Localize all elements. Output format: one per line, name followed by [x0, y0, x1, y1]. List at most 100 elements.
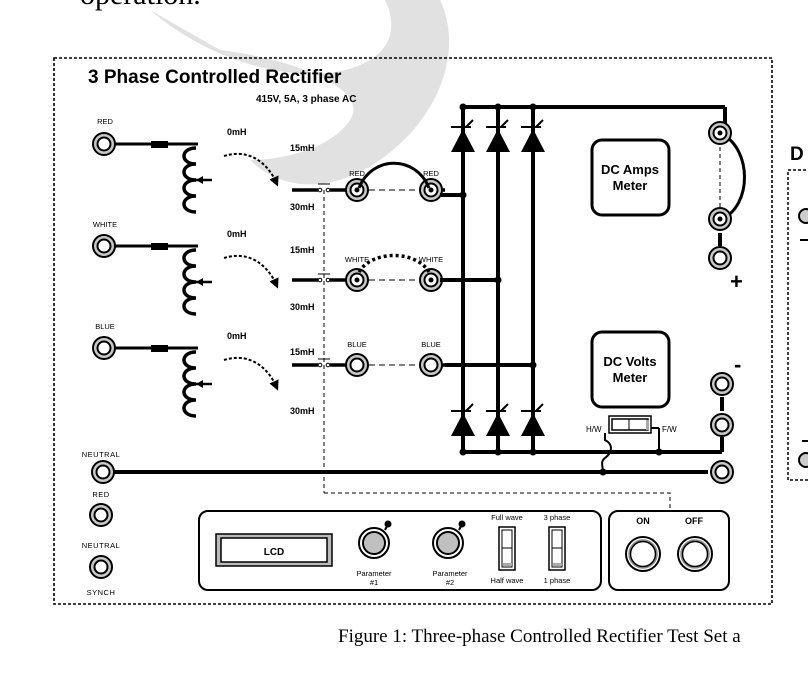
- side-panel-fragment: D: [787, 144, 808, 481]
- label-synch: SYNCH: [87, 588, 116, 597]
- figure-caption: Figure 1: Three-phase Controlled Rectifi…: [338, 626, 741, 647]
- neutral-output-socket[interactable]: [710, 460, 734, 484]
- heading-fragment: operation.: [80, 0, 201, 12]
- bridge-socket-label: WHITE: [419, 255, 443, 264]
- phase-input-label: BLUE: [95, 322, 115, 331]
- bridge-socket-label: BLUE: [421, 340, 441, 349]
- tap-label-30: 30mH: [290, 202, 315, 212]
- svg-text:Parameter: Parameter: [432, 569, 468, 578]
- tap-output-socket[interactable]: [345, 268, 369, 292]
- svg-text:Parameter: Parameter: [356, 569, 392, 578]
- tap-label-30: 30mH: [290, 406, 315, 416]
- inductor-coil-icon: [182, 146, 197, 214]
- synch-red-socket[interactable]: [89, 503, 113, 527]
- tap-socket-label: BLUE: [347, 340, 367, 349]
- hw-fw-selector[interactable]: H/W F/W: [586, 415, 677, 473]
- tap-label-15: 15mH: [290, 245, 315, 255]
- synch-neutral-socket[interactable]: [89, 555, 113, 579]
- tap-output-socket[interactable]: [345, 178, 369, 202]
- bridge-input-socket[interactable]: [419, 268, 443, 292]
- svg-text:Meter: Meter: [613, 370, 648, 385]
- output-plus: +: [730, 269, 743, 294]
- on-button[interactable]: [625, 536, 661, 572]
- tap-socket-label: RED: [349, 169, 365, 178]
- phase-select-switch[interactable]: 3 phase 1 phase: [544, 513, 571, 585]
- output-minus: -: [734, 352, 741, 377]
- tap-selector-arrow: [223, 152, 279, 187]
- tap-label-15: 15mH: [290, 347, 315, 357]
- jumper-lead[interactable]: [357, 161, 431, 189]
- tap-socket-label: WHITE: [345, 255, 369, 264]
- lcd-display: LCD: [215, 533, 333, 567]
- dc-volts-meter: DC Volts Meter: [590, 330, 671, 409]
- on-label: ON: [636, 516, 650, 526]
- tap-label-30: 30mH: [290, 302, 315, 312]
- svg-text:DC Volts: DC Volts: [603, 354, 656, 369]
- output-negative-socket[interactable]: [710, 372, 734, 396]
- dc-amps-meter: DC Amps Meter: [590, 138, 671, 217]
- control-box: LCD Parameter #1 Parameter #2 Full wave: [198, 510, 602, 591]
- svg-text:1 phase: 1 phase: [544, 576, 571, 585]
- phase-input-label: RED: [97, 117, 113, 126]
- label-neutral: NEUTRAL: [82, 450, 121, 459]
- phase-input-socket[interactable]: [92, 234, 116, 258]
- inductor-coil-icon: [182, 350, 197, 418]
- off-label: OFF: [685, 516, 703, 526]
- phase-white: WHITE 0mH 15mH 30mH WHITE WHITE: [92, 220, 445, 316]
- label-synch-red: RED: [92, 490, 109, 499]
- inductor-coil-icon: [182, 248, 197, 316]
- svg-text:LCD: LCD: [264, 547, 285, 558]
- jumper-lead-optional[interactable]: [357, 253, 431, 274]
- watermark-swoosh: [150, 0, 450, 185]
- thyristor-icon: [486, 119, 510, 152]
- tap-selector-arrow: [223, 356, 279, 391]
- amps-jumper-lead: [721, 132, 746, 221]
- parameter-2-knob[interactable]: Parameter #2: [432, 520, 468, 588]
- thyristor-icon: [521, 403, 545, 436]
- svg-text:Meter: Meter: [613, 178, 648, 193]
- fullwave-halfwave-switch[interactable]: Full wave Half wave: [491, 513, 524, 585]
- tap-label-0: 0mH: [227, 331, 247, 341]
- panel-rating: 415V, 5A, 3 phase AC: [256, 94, 356, 105]
- bridge-input-socket[interactable]: [419, 353, 443, 377]
- thyristor-icon: [451, 119, 475, 152]
- off-button[interactable]: [677, 536, 713, 572]
- tap-label-0: 0mH: [227, 229, 247, 239]
- svg-text:Full wave: Full wave: [491, 513, 523, 522]
- label-synch-neutral: NEUTRAL: [82, 541, 121, 550]
- tap-label-15: 15mH: [290, 143, 315, 153]
- svg-text:DC Amps: DC Amps: [601, 162, 659, 177]
- parameter-1-knob[interactable]: Parameter #1: [356, 520, 392, 588]
- hw-label: H/W: [586, 425, 602, 434]
- phase-input-label: WHITE: [93, 220, 117, 229]
- tap-output-socket[interactable]: [345, 353, 369, 377]
- panel-title: 3 Phase Controlled Rectifier: [88, 67, 342, 88]
- bridge-input-socket[interactable]: [419, 178, 443, 202]
- fw-label: F/W: [662, 425, 677, 434]
- tap-label-0: 0mH: [227, 127, 247, 137]
- tap-link-to-control: [324, 492, 671, 510]
- thyristor-icon: [451, 403, 475, 436]
- thyristor-icon: [486, 403, 510, 436]
- power-box: ON OFF: [608, 510, 730, 591]
- phase-input-socket[interactable]: [92, 336, 116, 360]
- svg-text:#2: #2: [446, 578, 454, 587]
- neutral-socket[interactable]: [91, 460, 115, 484]
- volts-meter-socket[interactable]: [710, 413, 734, 437]
- svg-text:#1: #1: [370, 578, 378, 587]
- svg-text:Half wave: Half wave: [491, 576, 524, 585]
- phase-red: RED 0mH 15mH 30mH RED RED: [92, 117, 445, 214]
- svg-text:D: D: [790, 144, 804, 165]
- phase-blue: BLUE 0mH 15mH 30mH BLUE BLUE: [92, 322, 445, 418]
- junction-dots: [459, 103, 663, 476]
- amps-meter-socket-bottom[interactable]: [708, 207, 732, 231]
- panel-border: [53, 57, 773, 605]
- output-positive-socket[interactable]: [708, 246, 732, 270]
- amps-meter-socket-top[interactable]: [708, 121, 732, 145]
- tap-selector-arrow: [223, 254, 279, 289]
- phase-input-socket[interactable]: [92, 132, 116, 156]
- svg-text:3 phase: 3 phase: [544, 513, 571, 522]
- bridge-socket-label: RED: [423, 169, 439, 178]
